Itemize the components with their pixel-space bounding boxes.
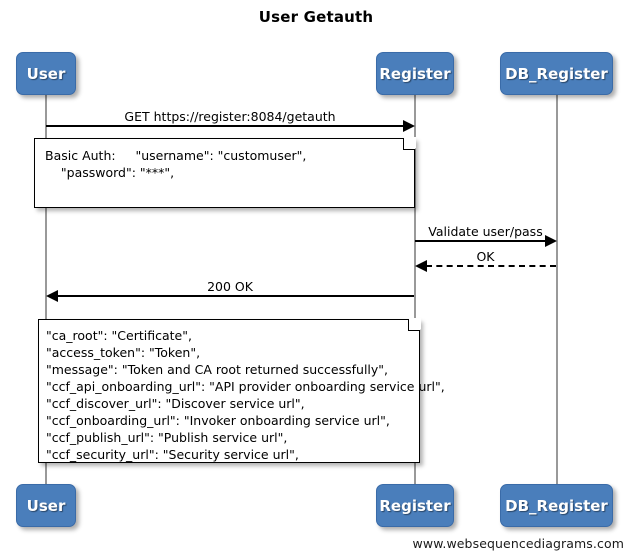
note-line: "ccf_security_url": "Security service ur… — [46, 447, 299, 462]
note-line: "access_token": "Token", — [46, 345, 201, 360]
note-line: Basic Auth: — [45, 148, 116, 163]
note-line: "ccf_discover_url": "Discover service ur… — [46, 396, 305, 411]
participant-label: Register — [379, 64, 451, 83]
note-line: "ca_root": "Certificate", — [46, 328, 192, 343]
message-line-ok — [426, 265, 556, 267]
participant-label: DB_Register — [505, 64, 608, 83]
participant-user-top[interactable]: User — [16, 52, 76, 95]
note-line: "ccf_publish_url": "Publish service url"… — [46, 430, 288, 445]
note-line: "message": "Token and CA root returned s… — [46, 362, 389, 377]
message-label-get-getauth: GET https://register:8084/getauth — [124, 109, 336, 124]
participant-label: DB_Register — [505, 496, 608, 515]
note-line: "password": "***", — [45, 165, 175, 180]
basic-auth-note: Basic Auth: "username": "customuser", "p… — [34, 137, 416, 208]
footer-credit: www.websequencediagrams.com — [412, 536, 624, 551]
lifeline-db-register — [556, 95, 558, 485]
note-line: "ccf_api_onboarding_url": "API provider … — [46, 379, 445, 394]
message-label-200-ok: 200 OK — [207, 279, 253, 294]
participant-register-bottom[interactable]: Register — [376, 484, 454, 527]
note-fold-corner — [408, 318, 421, 331]
message-label-validate-user-pass: Validate user/pass — [428, 224, 543, 239]
note-line: "username": "customuser", — [119, 148, 307, 163]
message-arrowhead-validate-user-pass — [545, 235, 557, 247]
participant-label: User — [26, 64, 66, 83]
participant-label: User — [26, 496, 66, 515]
note-line: "ccf_onboarding_url": "Invoker onboardin… — [46, 413, 390, 428]
note-fold-corner — [403, 137, 416, 150]
participant-label: Register — [379, 496, 451, 515]
message-arrowhead-get-getauth — [403, 120, 415, 132]
participant-register-top[interactable]: Register — [376, 52, 454, 95]
page-title: User Getauth — [258, 8, 374, 26]
message-arrowhead-ok — [415, 260, 427, 272]
participant-user-bottom[interactable]: User — [16, 484, 76, 527]
participant-db-register-top[interactable]: DB_Register — [500, 52, 613, 95]
message-line-200-ok — [57, 295, 414, 297]
participant-db-register-bottom[interactable]: DB_Register — [500, 484, 613, 527]
message-line-validate-user-pass — [415, 240, 546, 242]
lifeline-register — [414, 95, 416, 485]
message-arrowhead-200-ok — [46, 290, 58, 302]
getauth-response-note: "ca_root": "Certificate", "access_token"… — [38, 318, 445, 463]
message-label-ok: OK — [476, 249, 495, 264]
message-line-get-getauth — [46, 125, 404, 127]
